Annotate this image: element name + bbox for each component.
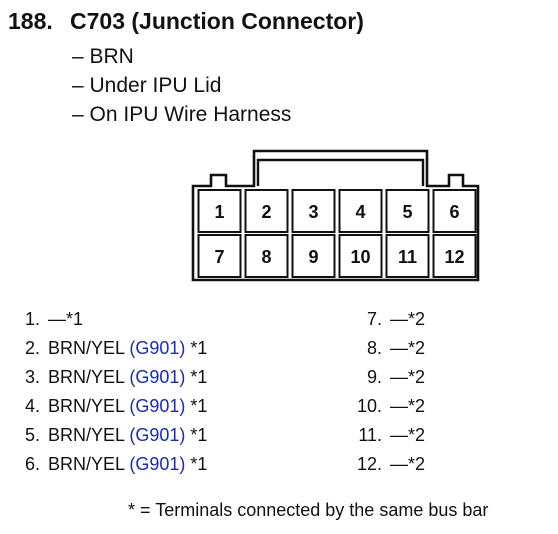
wire-color: BRN/YEL bbox=[48, 367, 125, 387]
attribute-location: – Under IPU Lid bbox=[72, 74, 222, 97]
terminal-number-label: 6 bbox=[449, 202, 459, 222]
attribute-color: – BRN bbox=[72, 45, 134, 68]
terminal-description: —*1 bbox=[48, 305, 83, 334]
terminal-description: BRN/YEL (G901) *1 bbox=[48, 392, 207, 421]
terminal-row: 11. —*2 bbox=[330, 421, 450, 450]
terminal-list-left: 1. —*1 2. BRN/YEL (G901) *1 3. BRN/YEL (G901)… bbox=[0, 305, 260, 479]
lock-bar bbox=[256, 158, 425, 186]
terminal-number: 5. bbox=[24, 425, 40, 445]
connector-name: C703 (Junction Connector) bbox=[70, 8, 364, 34]
wire-color: —*2 bbox=[390, 309, 426, 329]
terminal-row: 10. —*2 bbox=[330, 392, 450, 421]
bus-bar-note: *1 bbox=[190, 425, 208, 445]
terminal-number: 12. bbox=[356, 454, 382, 474]
terminal-number-label: 4 bbox=[355, 202, 365, 222]
ground-reference[interactable]: (G901) bbox=[129, 425, 186, 445]
terminal-cavity bbox=[197, 189, 242, 233]
terminal-cavity bbox=[432, 189, 477, 233]
terminal-cavity bbox=[197, 234, 242, 278]
ground-reference[interactable]: (G901) bbox=[129, 454, 186, 474]
terminal-description: BRN/YEL (G901) *1 bbox=[48, 421, 207, 450]
terminal-cavity bbox=[385, 189, 430, 233]
wire-color: —*2 bbox=[390, 454, 426, 474]
wire-color: BRN/YEL bbox=[48, 396, 125, 416]
wire-color: —*2 bbox=[390, 367, 426, 387]
terminal-row: 5. BRN/YEL (G901) *1 bbox=[0, 421, 260, 450]
terminal-row: 8. —*2 bbox=[330, 334, 450, 363]
terminal-row: 2. BRN/YEL (G901) *1 bbox=[0, 334, 260, 363]
terminal-cavity bbox=[385, 234, 430, 278]
terminal-row: 9. —*2 bbox=[330, 363, 450, 392]
terminal-cavity bbox=[432, 234, 477, 278]
connector-title: 188. C703 (Junction Connector) bbox=[8, 8, 364, 35]
terminal-row: 6. BRN/YEL (G901) *1 bbox=[0, 450, 260, 479]
ground-reference[interactable]: (G901) bbox=[129, 338, 186, 358]
terminal-row: 3. BRN/YEL (G901) *1 bbox=[0, 363, 260, 392]
bus-bar-note: *1 bbox=[190, 396, 208, 416]
terminal-description: BRN/YEL (G901) *1 bbox=[48, 334, 207, 363]
ground-reference[interactable]: (G901) bbox=[129, 396, 186, 416]
terminal-number-label: 11 bbox=[398, 247, 417, 267]
terminal-number-label: 7 bbox=[214, 247, 224, 267]
terminal-row: 12. —*2 bbox=[330, 450, 450, 479]
terminal-number: 9. bbox=[366, 367, 382, 387]
terminal-number: 8. bbox=[366, 338, 382, 358]
terminal-row: 4. BRN/YEL (G901) *1 bbox=[0, 392, 260, 421]
terminal-cavity bbox=[244, 189, 289, 233]
terminal-number: 4. bbox=[24, 396, 40, 416]
bus-bar-note: *1 bbox=[190, 338, 208, 358]
terminal-list-right: 7. —*2 8. —*2 9. —*2 10. —*2 11. —*2 12. —*2 bbox=[330, 305, 450, 479]
terminal-number-label: 5 bbox=[402, 202, 412, 222]
wire-color: —*2 bbox=[390, 338, 426, 358]
wire-color: BRN/YEL bbox=[48, 454, 125, 474]
terminal-number: 2. bbox=[24, 338, 40, 358]
terminal-number-label: 10 bbox=[350, 247, 370, 267]
wire-color: —*2 bbox=[390, 425, 426, 445]
wire-color: —*1 bbox=[48, 309, 84, 329]
ground-reference[interactable]: (G901) bbox=[129, 367, 186, 387]
bus-bar-note: *1 bbox=[190, 367, 208, 387]
item-number: 188. bbox=[8, 8, 53, 34]
terminal-cavity bbox=[291, 234, 336, 278]
terminal-number-label: 2 bbox=[261, 202, 271, 222]
terminal-number: 6. bbox=[24, 454, 40, 474]
connector-attributes: – BRN – Under IPU Lid – On IPU Wire Harn… bbox=[72, 42, 291, 129]
footnote: * = Terminals connected by the same bus … bbox=[128, 500, 489, 520]
terminal-number-label: 9 bbox=[308, 247, 318, 267]
terminal-description: BRN/YEL (G901) *1 bbox=[48, 363, 207, 392]
terminal-cavity bbox=[244, 234, 289, 278]
terminal-number-label: 3 bbox=[308, 202, 318, 222]
terminal-number: 10. bbox=[356, 396, 382, 416]
bus-bar-note: *1 bbox=[190, 454, 208, 474]
terminal-number: 1. bbox=[24, 309, 40, 329]
terminal-number: 7. bbox=[366, 309, 382, 329]
terminal-row: 7. —*2 bbox=[330, 305, 450, 334]
terminal-number: 3. bbox=[24, 367, 40, 387]
terminal-number: 11. bbox=[358, 425, 382, 445]
terminal-cavity bbox=[291, 189, 336, 233]
terminal-number-label: 12 bbox=[444, 247, 464, 267]
terminal-cavity bbox=[338, 189, 383, 233]
terminal-number-label: 1 bbox=[214, 202, 224, 222]
attribute-harness: – On IPU Wire Harness bbox=[72, 103, 292, 126]
wire-color: BRN/YEL bbox=[48, 338, 125, 358]
wire-color: BRN/YEL bbox=[48, 425, 125, 445]
terminal-cavity bbox=[338, 234, 383, 278]
wire-color: —*2 bbox=[390, 396, 426, 416]
terminal-row: 1. —*1 bbox=[0, 305, 260, 334]
terminal-number-label: 8 bbox=[261, 247, 271, 267]
terminal-description: BRN/YEL (G901) *1 bbox=[48, 450, 207, 479]
